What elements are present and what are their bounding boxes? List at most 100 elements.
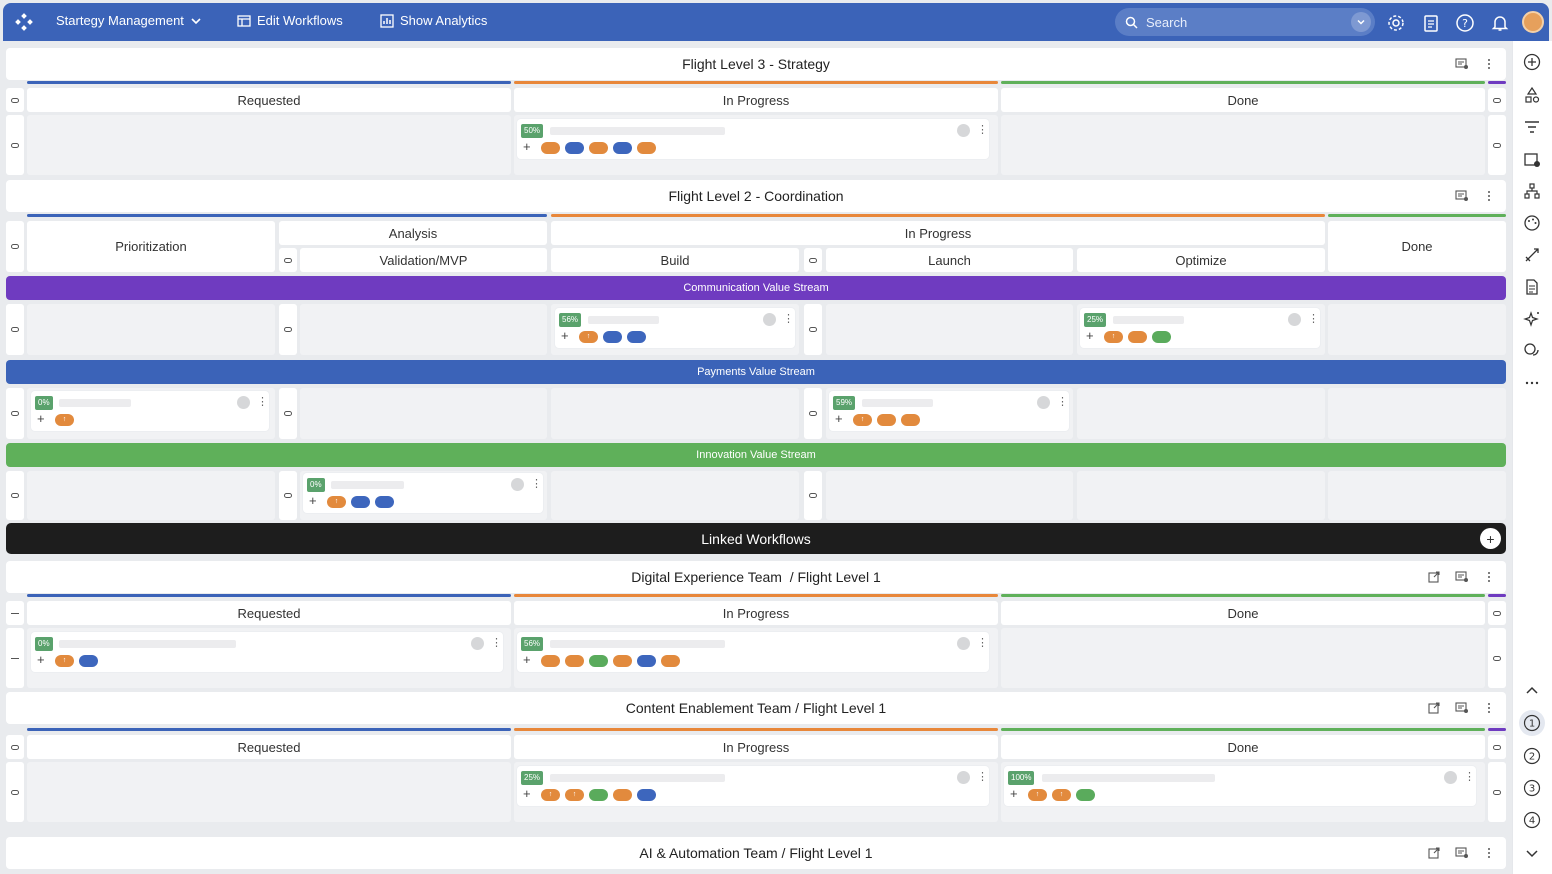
- work-card[interactable]: 0%⋮+↑: [31, 632, 503, 672]
- row-toggle[interactable]: [279, 304, 297, 355]
- green-tag[interactable]: [1152, 331, 1171, 343]
- add-item-button[interactable]: +: [37, 652, 45, 667]
- assignee-avatar[interactable]: [957, 771, 970, 784]
- work-card[interactable]: 100%⋮+↑↑: [1004, 766, 1476, 806]
- add-item-button[interactable]: +: [523, 139, 531, 154]
- orange-priority-tag[interactable]: ↑: [541, 789, 560, 801]
- assignee-avatar[interactable]: [511, 478, 524, 491]
- level-2-icon[interactable]: 2: [1523, 747, 1541, 765]
- work-card[interactable]: 59%⋮+↑: [829, 391, 1069, 431]
- assignee-avatar[interactable]: [957, 637, 970, 650]
- work-card[interactable]: 56%⋮+: [517, 632, 989, 672]
- sparkle-icon[interactable]: [1523, 310, 1541, 328]
- board-settings-icon[interactable]: [1455, 189, 1469, 203]
- more-vertical-icon[interactable]: [1482, 57, 1496, 71]
- communication-value-stream[interactable]: Communication Value Stream: [6, 276, 1506, 300]
- collapse-toggle[interactable]: [6, 601, 24, 625]
- blue-tag[interactable]: [351, 496, 370, 508]
- orange-priority-tag[interactable]: ↑: [55, 655, 74, 667]
- orange-tag[interactable]: [637, 142, 656, 154]
- work-card[interactable]: 0%⋮+↑: [31, 391, 269, 431]
- palette-icon[interactable]: [1523, 214, 1541, 232]
- card-menu-icon[interactable]: ⋮: [257, 396, 268, 408]
- blue-tag[interactable]: [565, 142, 584, 154]
- orange-priority-tag[interactable]: ↑: [853, 414, 872, 426]
- row-toggle[interactable]: [6, 304, 24, 355]
- add-item-button[interactable]: +: [1086, 328, 1094, 343]
- open-external-icon[interactable]: [1427, 701, 1441, 715]
- orange-tag[interactable]: [661, 655, 680, 667]
- level-4-icon[interactable]: 4: [1523, 811, 1541, 829]
- card-menu-icon[interactable]: ⋮: [977, 771, 988, 783]
- card-menu-icon[interactable]: ⋮: [977, 637, 988, 649]
- workspace-selector[interactable]: Startegy Management: [56, 13, 202, 28]
- tools-icon[interactable]: [1523, 246, 1541, 264]
- blue-tag[interactable]: [603, 331, 622, 343]
- collapse-toggle[interactable]: [6, 221, 24, 272]
- add-item-button[interactable]: +: [1010, 786, 1018, 801]
- green-tag[interactable]: [1076, 789, 1095, 801]
- board-settings-icon[interactable]: [1455, 846, 1469, 860]
- search-input[interactable]: Search: [1115, 8, 1375, 36]
- add-item-button[interactable]: +: [523, 786, 531, 801]
- add-item-button[interactable]: +: [309, 493, 317, 508]
- orange-tag[interactable]: [877, 414, 896, 426]
- add-item-button[interactable]: +: [835, 411, 843, 426]
- help-icon[interactable]: ?: [1455, 13, 1475, 33]
- row-toggle[interactable]: [804, 304, 822, 355]
- chevron-down-icon[interactable]: [1523, 844, 1541, 862]
- work-card[interactable]: 0%⋮+↑: [303, 473, 543, 513]
- card-menu-icon[interactable]: ⋮: [1057, 396, 1068, 408]
- search-scope-dropdown[interactable]: [1351, 12, 1371, 32]
- card-menu-icon[interactable]: ⋮: [1464, 771, 1475, 783]
- calendar-icon[interactable]: [1523, 150, 1541, 168]
- add-item-button[interactable]: +: [523, 652, 531, 667]
- collapse-toggle[interactable]: [6, 735, 24, 759]
- document-icon[interactable]: [1523, 278, 1541, 296]
- blue-tag[interactable]: [637, 655, 656, 667]
- assignee-avatar[interactable]: [1444, 771, 1457, 784]
- more-vertical-icon[interactable]: [1482, 846, 1496, 860]
- row-toggle[interactable]: [6, 471, 24, 520]
- collapse-toggle[interactable]: [1488, 735, 1506, 759]
- orange-tag[interactable]: [541, 655, 560, 667]
- assignee-avatar[interactable]: [471, 637, 484, 650]
- assignee-avatar[interactable]: [1288, 313, 1301, 326]
- orange-priority-tag[interactable]: ↑: [579, 331, 598, 343]
- hierarchy-icon[interactable]: [1523, 182, 1541, 200]
- row-toggle[interactable]: [804, 388, 822, 439]
- row-toggle[interactable]: [1488, 628, 1506, 688]
- add-item-button[interactable]: +: [561, 328, 569, 343]
- orange-tag[interactable]: [589, 142, 608, 154]
- add-linked-workflow-button[interactable]: +: [1480, 528, 1501, 549]
- show-analytics-button[interactable]: Show Analytics: [380, 13, 487, 28]
- green-tag[interactable]: [589, 655, 608, 667]
- orange-priority-tag[interactable]: ↑: [1052, 789, 1071, 801]
- innovation-value-stream[interactable]: Innovation Value Stream: [6, 443, 1506, 467]
- more-vertical-icon[interactable]: [1482, 701, 1496, 715]
- blue-tag[interactable]: [79, 655, 98, 667]
- avatar[interactable]: [1522, 11, 1544, 33]
- orange-priority-tag[interactable]: ↑: [327, 496, 346, 508]
- chevron-up-icon[interactable]: [1523, 682, 1541, 700]
- board-settings-icon[interactable]: [1455, 57, 1469, 71]
- work-card[interactable]: 56%⋮+↑: [555, 308, 795, 348]
- row-toggle[interactable]: [6, 115, 24, 175]
- orange-tag[interactable]: [901, 414, 920, 426]
- logo-icon[interactable]: [15, 13, 33, 31]
- card-menu-icon[interactable]: ⋮: [531, 478, 542, 490]
- collapse-toggle[interactable]: [1488, 88, 1506, 112]
- bell-icon[interactable]: [1490, 13, 1510, 33]
- board-settings-icon[interactable]: [1455, 701, 1469, 715]
- more-icon[interactable]: [1523, 374, 1541, 392]
- orange-tag[interactable]: [613, 655, 632, 667]
- work-card[interactable]: 50%⋮+: [517, 119, 989, 159]
- orange-priority-tag[interactable]: ↑: [55, 414, 74, 426]
- row-toggle[interactable]: [279, 471, 297, 520]
- blue-tag[interactable]: [637, 789, 656, 801]
- assignee-avatar[interactable]: [763, 313, 776, 326]
- work-card[interactable]: 25%⋮+↑↑: [517, 766, 989, 806]
- level-1-icon[interactable]: 1: [1523, 714, 1541, 732]
- add-item-button[interactable]: +: [37, 411, 45, 426]
- shapes-icon[interactable]: [1523, 86, 1541, 104]
